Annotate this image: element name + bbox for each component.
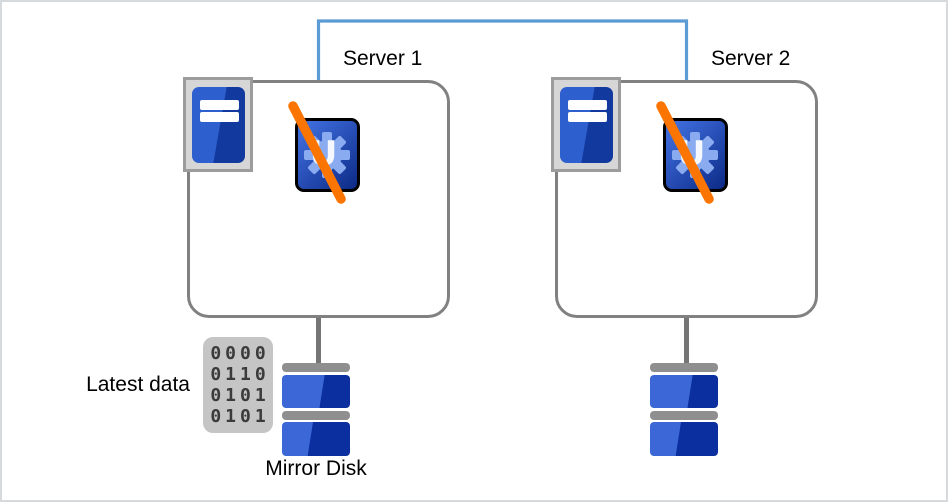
server-tower-icon: [560, 87, 613, 163]
server-2-group: Server 2: [551, 2, 823, 500]
server-2-label: Server 2: [711, 47, 791, 70]
tower-slot-bar: [568, 112, 607, 122]
stopped-slash-icon: [656, 101, 714, 204]
interconnect-path: [316, 19, 689, 80]
server-1-hardware-icon: [183, 77, 253, 172]
tower-slot-bar: [568, 100, 607, 110]
disk-platter: [282, 422, 350, 456]
tower-slot-bar: [200, 100, 239, 110]
disk-cap: [650, 411, 718, 420]
stopped-slash-icon: [288, 101, 346, 204]
disk-cap: [650, 363, 718, 372]
mirror-disk-icon: [282, 363, 350, 456]
mirror-disk-label: Mirror Disk: [265, 457, 367, 480]
server-2-hardware-icon: [551, 77, 621, 172]
tower-slot-bar: [200, 112, 239, 122]
disk-platter: [650, 422, 718, 456]
disk-platter: [282, 375, 350, 408]
disk-connector-line: [316, 318, 321, 366]
disk-cap: [282, 363, 350, 372]
binary-row: 0000: [210, 343, 270, 364]
binary-row: 0101: [210, 406, 270, 427]
server-1-group: Server 1: [183, 2, 455, 500]
disk-platter: [650, 375, 718, 408]
latest-data-label: Latest data: [86, 373, 190, 396]
binary-row: 0110: [210, 364, 270, 385]
disk-cap: [282, 411, 350, 420]
disk-icon: [650, 363, 718, 456]
binary-row: 0101: [210, 385, 270, 406]
binary-data-icon: 0000 0110 0101 0101: [203, 337, 273, 433]
server-tower-icon: [192, 87, 245, 163]
server-1-label: Server 1: [343, 47, 423, 70]
disk-connector-line: [684, 318, 689, 366]
application-icon: U: [295, 118, 360, 192]
